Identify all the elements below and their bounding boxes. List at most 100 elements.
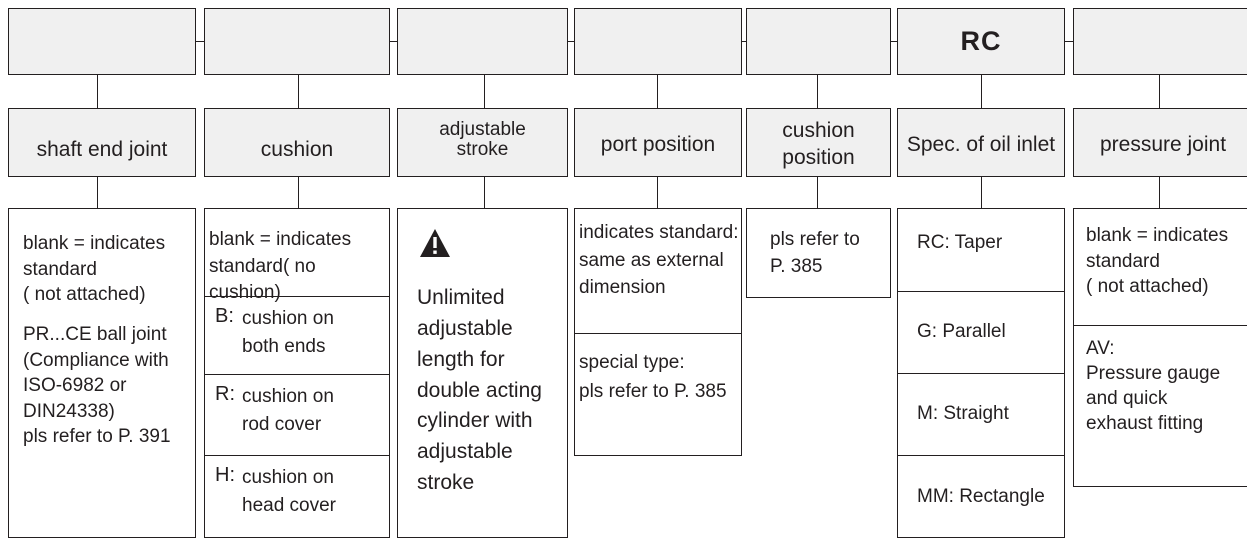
stem-bottom-1	[97, 177, 98, 208]
desc-line: length for	[417, 347, 505, 371]
desc-line: head cover	[242, 494, 337, 516]
desc-line: rod cover	[242, 413, 322, 435]
option-text: M: Straight	[917, 403, 1009, 424]
stem-bottom-5	[817, 177, 818, 208]
label-line-1: cushion	[782, 119, 855, 143]
desc-cell: pls refer to P. 385	[747, 227, 890, 280]
connector-3-4	[567, 41, 574, 42]
code-box-3	[397, 8, 568, 75]
desc-line: double acting	[417, 378, 542, 402]
stem-bottom-3	[484, 177, 485, 208]
desc-box-port-position: indicates standard: same as external dim…	[574, 208, 742, 456]
option-row-h: H: cushion on head cover	[205, 455, 389, 539]
desc-cell-special: special type: pls refer to P. 385	[575, 333, 741, 407]
desc-line: cushion on	[242, 386, 334, 407]
desc-line: dimension	[579, 277, 666, 299]
desc-line: PR...CE ball joint	[23, 323, 167, 345]
desc-line: DIN24338)	[23, 400, 115, 422]
label-box-port-position: port position	[574, 108, 742, 177]
desc-line: pls refer to P. 391	[23, 426, 171, 448]
stem-top-7	[1159, 75, 1160, 108]
desc-line: standard	[23, 258, 97, 280]
desc-box-adjustable-stroke: Unlimited adjustable length for double a…	[397, 208, 568, 538]
stem-top-3	[484, 75, 485, 108]
stem-top-5	[817, 75, 818, 108]
desc-line: ISO-6982 or	[23, 375, 127, 397]
code-box-2	[204, 8, 390, 75]
option-g: G: Parallel	[898, 291, 1064, 373]
stem-top-6	[981, 75, 982, 108]
desc-line: blank = indicates	[23, 233, 166, 254]
desc-line: ( not attached)	[1086, 276, 1209, 298]
code-box-6: RC	[897, 8, 1065, 75]
desc-cell-standard: indicates standard: same as external dim…	[575, 219, 741, 302]
code-box-1	[8, 8, 196, 75]
stem-bottom-2	[298, 177, 299, 208]
label-box-adjustable-stroke: adjustable stroke	[397, 108, 568, 177]
desc-line: P. 385	[770, 255, 823, 277]
connector-5-6	[890, 41, 897, 42]
desc-line: (Compliance with	[23, 349, 169, 371]
desc-box-cushion-position: pls refer to P. 385	[746, 208, 891, 298]
code-value-rc: RC	[960, 26, 1002, 56]
desc-line: adjustable	[417, 316, 513, 340]
desc-cell: Unlimited adjustable length for double a…	[398, 283, 567, 499]
label-text: cushion position	[782, 118, 854, 171]
desc-line: and quick	[1086, 388, 1168, 410]
desc-line: standard	[1086, 250, 1160, 272]
option-row-b: B: cushion on both ends	[205, 296, 389, 374]
desc-line: pls refer to P. 385	[579, 381, 727, 403]
desc-line: special type:	[579, 352, 685, 373]
label-line-2: position	[782, 145, 855, 169]
stem-bottom-4	[657, 177, 658, 208]
label-text: port position	[600, 132, 716, 156]
desc-line: Unlimited	[417, 286, 505, 309]
label-box-shaft-end-joint: shaft end joint	[8, 108, 196, 177]
desc-box-cushion: blank = indicates standard( no cushion) …	[204, 208, 390, 538]
desc-cell-blank: blank = indicates standard ( not attache…	[1074, 223, 1247, 300]
connector-2-3	[389, 41, 397, 42]
desc-box-shaft-end-joint: blank = indicates standard ( not attache…	[8, 208, 196, 538]
desc-line: ( not attached)	[23, 284, 146, 306]
label-box-cushion-position: cushion position	[746, 108, 891, 177]
label-box-pressure-joint: pressure joint	[1073, 108, 1247, 177]
label-text: Spec. of oil inlet	[906, 132, 1056, 156]
label-line-1: adjustable	[439, 118, 526, 140]
option-text: RC: Taper	[917, 232, 1003, 253]
code-box-7	[1073, 8, 1247, 75]
desc-line: standard( no cushion)	[209, 255, 316, 304]
option-value: cushion on both ends	[242, 305, 334, 360]
desc-line: blank = indicates	[1086, 225, 1229, 246]
stem-top-4	[657, 75, 658, 108]
option-key: R:	[215, 383, 235, 405]
desc-line: indicates standard:	[579, 222, 739, 243]
option-text: MM: Rectangle	[917, 486, 1045, 507]
stem-bottom-7	[1159, 177, 1160, 208]
warning-triangle-icon	[420, 229, 450, 257]
code-box-4	[574, 8, 742, 75]
desc-line: exhaust fitting	[1086, 413, 1204, 435]
connector-1-2	[195, 41, 204, 42]
stem-top-2	[298, 75, 299, 108]
connector-6-7	[1064, 41, 1073, 42]
desc-line: cushion on	[242, 467, 334, 488]
option-key: H:	[215, 464, 235, 486]
desc-line: Pressure gauge	[1086, 363, 1221, 385]
label-box-spec-oil-inlet: Spec. of oil inlet	[897, 108, 1065, 177]
option-key: B:	[215, 305, 234, 327]
option-value: cushion on head cover	[242, 464, 336, 519]
desc-cell: blank = indicates standard ( not attache…	[9, 231, 195, 450]
desc-line: stroke	[417, 471, 475, 495]
label-text: cushion	[260, 137, 334, 161]
option-key: AV:	[1086, 338, 1115, 359]
label-text: adjustable stroke	[439, 118, 526, 160]
option-row-r: R: cushion on rod cover	[205, 374, 389, 455]
code-box-5	[746, 8, 891, 75]
desc-line: pls refer to	[770, 229, 860, 250]
option-rc: RC: Taper	[898, 209, 1064, 291]
desc-line: same as external	[579, 249, 724, 271]
option-m: M: Straight	[898, 373, 1064, 455]
desc-cell-blank: blank = indicates standard( no cushion)	[205, 227, 389, 307]
desc-line: cylinder with	[417, 409, 533, 433]
stem-top-1	[97, 75, 98, 108]
